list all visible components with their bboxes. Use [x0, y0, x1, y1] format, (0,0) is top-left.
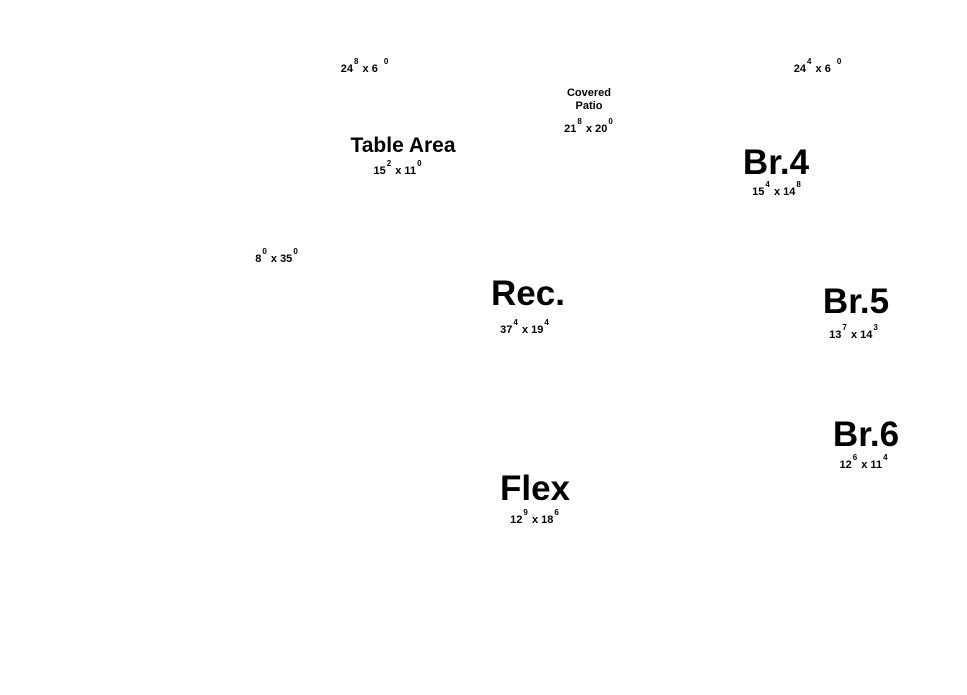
width-feet: 13	[829, 329, 842, 341]
height-feet: 14	[860, 329, 873, 341]
separator: x	[815, 63, 822, 75]
width-feet: 21	[564, 123, 577, 135]
width-inches: 9	[523, 508, 528, 517]
width-inches: 7	[842, 323, 847, 332]
separator: x	[861, 459, 868, 471]
separator: x	[521, 324, 529, 336]
height-feet: 18	[541, 514, 554, 526]
height-inches: 3	[873, 323, 878, 332]
height-feet: 11	[870, 459, 883, 471]
dimension-left-hall: 80 x 350	[255, 247, 299, 266]
width-inches: 4	[765, 180, 770, 189]
height-feet: 20	[595, 123, 608, 135]
width-inches: 4	[513, 318, 518, 327]
dimension-br4: 154 x 148	[752, 180, 802, 199]
height-feet: 6	[371, 63, 378, 75]
room-label-br6: Br.6	[832, 415, 900, 454]
height-feet: 11	[404, 165, 417, 177]
room-label-covered-patio: Covered Patio	[567, 87, 611, 113]
separator: x	[850, 329, 858, 341]
dimension-br5: 137 x 143	[829, 323, 879, 342]
separator: x	[773, 186, 781, 198]
height-inches: 4	[883, 453, 888, 462]
height-inches: 0	[383, 57, 389, 66]
dimension-br6: 126 x 114	[839, 453, 888, 472]
height-feet: 14	[783, 186, 796, 198]
separator: x	[531, 514, 539, 526]
room-label-br5: Br.5	[822, 282, 890, 321]
room-label-br4: Br.4	[742, 143, 810, 182]
dimension-rec: 374 x 194	[500, 318, 550, 337]
width-feet: 37	[500, 324, 513, 336]
height-inches: 0	[836, 57, 842, 66]
width-feet: 15	[373, 165, 386, 177]
width-inches: 0	[262, 247, 267, 256]
width-feet: 12	[510, 514, 523, 526]
width-feet: 12	[839, 459, 852, 471]
height-feet: 6	[824, 63, 831, 75]
height-inches: 8	[796, 180, 801, 189]
height-inches: 4	[544, 318, 549, 327]
width-inches: 4	[806, 57, 812, 66]
separator: x	[395, 165, 402, 177]
dimension-top-right: 244 x 60	[793, 57, 843, 76]
dimension-covered-patio: 218 x 200	[564, 117, 614, 136]
width-inches: 8	[577, 117, 582, 126]
separator: x	[362, 63, 369, 75]
height-feet: 35	[280, 253, 293, 265]
width-inches: 6	[852, 453, 858, 462]
height-inches: 0	[608, 117, 613, 126]
width-feet: 15	[752, 186, 765, 198]
dimension-table-area: 152 x 110	[373, 159, 422, 178]
separator: x	[270, 253, 277, 265]
width-feet: 8	[255, 253, 262, 265]
dimension-flex: 129 x 186	[510, 508, 560, 527]
room-name-line1: Covered	[566, 87, 612, 99]
separator: x	[585, 123, 593, 135]
room-label-rec: Rec.	[491, 274, 565, 313]
room-label-table-area: Table Area	[350, 134, 456, 157]
height-inches: 0	[417, 159, 422, 168]
room-name-line2: Patio	[575, 100, 603, 112]
height-feet: 19	[531, 324, 544, 336]
height-inches: 6	[554, 508, 559, 517]
width-feet: 24	[340, 63, 353, 75]
width-feet: 24	[793, 63, 806, 75]
width-inches: 8	[353, 57, 359, 66]
width-inches: 2	[386, 159, 392, 168]
dimension-top-left: 248 x 60	[340, 57, 390, 76]
height-inches: 0	[293, 247, 298, 256]
room-label-flex: Flex	[499, 469, 571, 508]
